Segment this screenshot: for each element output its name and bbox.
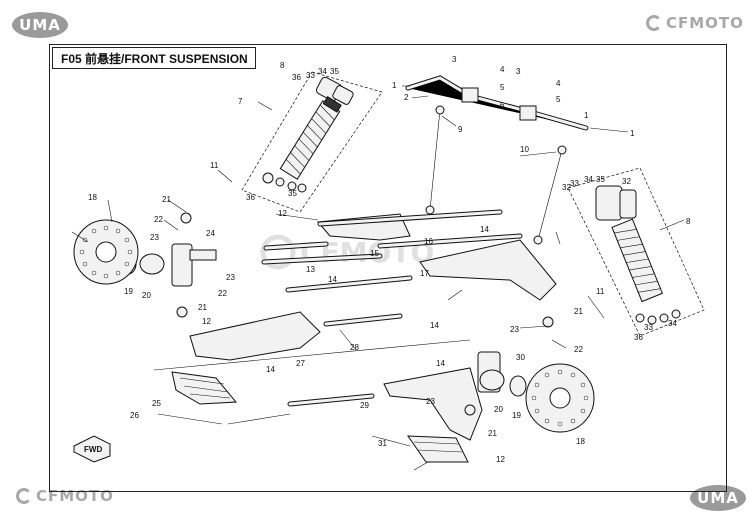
callout-23: 23: [150, 233, 159, 242]
callout-27: 27: [296, 359, 305, 368]
callout-labels: 1 2 3 4 5 6 3 4 5 1 1 7 8 8 9 10 11 11 1…: [88, 55, 691, 464]
callout-33b: 33: [570, 179, 579, 188]
callout-14b: 14: [480, 225, 489, 234]
lower-right-a-arm: [383, 367, 483, 441]
callout-20: 20: [142, 291, 151, 300]
lower-left-a-arm: [189, 311, 321, 361]
callout-4: 4: [500, 65, 505, 74]
callout-16: 16: [424, 237, 433, 246]
cfmoto-ring-icon: [646, 15, 662, 31]
callout-11b: 11: [596, 287, 605, 296]
callout-7: 7: [238, 97, 243, 106]
callout-29: 29: [360, 401, 369, 410]
callout-22b: 22: [218, 289, 227, 298]
cfmoto-logo-top-right: CFMOTO: [646, 14, 744, 32]
callout-8b: 8: [686, 217, 691, 226]
callout-1: 1: [392, 81, 397, 90]
diagram-frame: [49, 44, 727, 492]
fwd-label: FWD: [84, 445, 102, 454]
callout-35c: 35: [596, 175, 605, 184]
left-shock-absorber: [241, 71, 383, 213]
callout-22c: 22: [574, 345, 583, 354]
callout-14: 14: [328, 275, 337, 284]
callout-2: 2: [404, 93, 409, 102]
callout-23c: 23: [510, 325, 519, 334]
upper-right-a-arm: [377, 233, 557, 301]
callout-8: 8: [280, 61, 285, 70]
uma-logo-top-left: UMA: [12, 12, 68, 38]
right-steering-knuckle: [464, 316, 554, 416]
callout-4b: 4: [556, 79, 561, 88]
callout-11: 11: [210, 161, 219, 170]
callout-12c: 12: [496, 455, 505, 464]
callout-1b: 1: [584, 111, 589, 120]
callout-15: 15: [370, 249, 379, 258]
uma-logo-bottom-right: UMA: [690, 485, 746, 511]
right-skid-plate: [407, 435, 469, 463]
forward-arrow: FWD: [73, 435, 111, 463]
stabilizer-bar: [405, 75, 589, 245]
callout-17: 17: [420, 269, 429, 278]
callout-36c: 36: [634, 333, 643, 342]
upper-left-a-arm: [316, 209, 503, 241]
callout-30: 30: [516, 353, 525, 362]
callout-5: 5: [500, 83, 505, 92]
callout-3b: 3: [516, 67, 521, 76]
callout-21d: 21: [488, 429, 497, 438]
callout-14d: 14: [266, 365, 275, 374]
callout-24: 24: [206, 229, 215, 238]
callout-leaders: [71, 85, 685, 471]
callout-35: 35: [330, 67, 339, 76]
callout-21: 21: [162, 195, 171, 204]
callout-5b: 5: [556, 95, 561, 104]
callout-3: 3: [452, 55, 457, 64]
cfmoto-ring-icon: [16, 488, 32, 504]
callout-19b: 19: [512, 411, 521, 420]
callout-36: 36: [292, 73, 301, 82]
callout-36b: 36: [246, 193, 255, 202]
svg-text:CFMOTO: CFMOTO: [300, 236, 434, 269]
right-shock-absorber: [567, 167, 705, 337]
callout-28: 28: [350, 343, 359, 352]
callout-34b: 34: [584, 175, 593, 184]
callout-34c: 34: [668, 319, 677, 328]
callout-32: 32: [562, 183, 571, 192]
callout-25: 25: [152, 399, 161, 408]
callout-20b: 20: [494, 405, 503, 414]
callout-18: 18: [88, 193, 97, 202]
left-skid-plate: [171, 371, 238, 405]
callout-22: 22: [154, 215, 163, 224]
callout-33c: 33: [644, 323, 653, 332]
callout-9: 9: [458, 125, 463, 134]
callout-12: 12: [278, 209, 287, 218]
cfmoto-logo-text: CFMOTO: [666, 14, 744, 32]
callout-23d: 23: [426, 397, 435, 406]
cfmoto-watermark: CFMOTO: [260, 234, 434, 270]
callout-14c: 14: [430, 321, 439, 330]
right-brake-disc: [525, 363, 595, 433]
callout-12b: 12: [202, 317, 211, 326]
callout-6: 6: [500, 101, 505, 110]
callout-31: 31: [378, 439, 387, 448]
left-brake-disc: [73, 219, 139, 285]
callout-18b: 18: [576, 437, 585, 446]
callout-21b: 21: [198, 303, 207, 312]
callout-1c: 1: [630, 129, 635, 138]
callout-19: 19: [124, 287, 133, 296]
callout-32b: 32: [622, 177, 631, 186]
uma-logo-text: UMA: [19, 16, 61, 34]
callout-26: 26: [130, 411, 139, 420]
diagram-title: F05 前悬挂/FRONT SUSPENSION: [52, 47, 256, 69]
callout-14e: 14: [436, 359, 445, 368]
callout-10: 10: [520, 145, 529, 154]
callout-23b: 23: [226, 273, 235, 282]
callout-35b: 35: [288, 189, 297, 198]
callout-34: 34: [318, 67, 327, 76]
callout-21c: 21: [574, 307, 583, 316]
callout-33: 33: [306, 71, 315, 80]
callout-13: 13: [306, 265, 315, 274]
uma-logo-text: UMA: [697, 489, 739, 507]
